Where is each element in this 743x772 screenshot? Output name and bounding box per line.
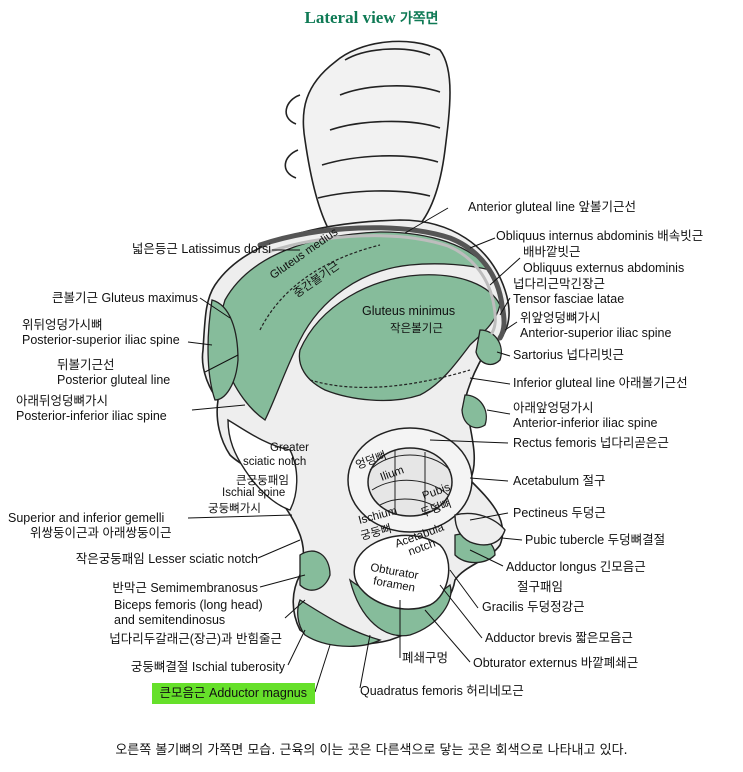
obturator-foramen-drawing	[353, 534, 450, 610]
label-tensor-fasciae-latae: Tensor fasciae latae	[513, 292, 625, 306]
title-en: Lateral view	[304, 8, 396, 27]
label-pubic-tubercle: Pubic tubercle 두덩뼈결절	[525, 533, 666, 547]
adductor-magnus-area	[297, 599, 382, 647]
label-gluteus-maximus: 큰볼기근 Gluteus maximus	[51, 291, 198, 305]
label-aiis: Anterior-inferior iliac spine	[513, 416, 658, 430]
inner-label-ischial-spine: Ischial spine	[222, 487, 286, 499]
label-adductor-longus: Adductor longus 긴모음근	[506, 560, 646, 574]
inner-label-ko-greater: 큰궁둥패임	[236, 475, 289, 487]
label-ischial-tuberosity: 궁둥뼈결절 Ischial tuberosity	[130, 660, 285, 674]
figure-caption: 오른쪽 볼기뼈의 가쪽면 모습. 근육의 이는 곳은 다른색으로 닿는 곳은 회…	[115, 743, 628, 758]
label-semimembranosus: 반막근 Semimembranosus	[112, 581, 258, 595]
label-ko-araedwi: 아래뒤엉덩뼈가시	[16, 394, 109, 408]
label-ko-gemelli: 위쌍둥이근과 아래쌍둥이근	[30, 526, 172, 540]
label-inferior-gluteal-line: Inferior gluteal line 아래볼기근선	[513, 376, 688, 390]
adductor-magnus-highlight: 큰모음근 Adductor magnus	[151, 683, 315, 704]
acetabulum-drawing	[347, 427, 473, 533]
label-ko-araeap: 아래앞엉덩가시	[513, 401, 594, 415]
label-latissimus-dorsi: 넓은등근 Latissimus dorsi	[131, 242, 271, 256]
label-obturator-externus: Obturator externus 바깥폐쇄근	[473, 656, 639, 670]
label-obliquus-internus: Obliquus internus abdominis 배속빗근	[496, 229, 704, 243]
page-title: Lateral view 가쪽면	[0, 8, 743, 28]
label-sartorius: Sartorius 넙다리빗근	[513, 348, 624, 362]
sacrum-drawing	[284, 40, 451, 233]
label-ko-wiap: 위앞엉덩뼈가시	[520, 311, 601, 325]
label-gracilis: Gracilis 두덩정강근	[482, 600, 585, 614]
inner-label-gluteus-minimus: Gluteus minimus	[362, 304, 456, 318]
gluteus-minimus-area	[298, 274, 501, 402]
label-piis: Posterior-inferior iliac spine	[16, 409, 167, 423]
inner-label-greater: Greater	[270, 442, 309, 454]
label-ko-pyeswae: 폐쇄구멍	[402, 651, 449, 665]
label-pectineus: Pectineus 두덩근	[513, 506, 606, 520]
label-semitendinosus: and semitendinosus	[114, 613, 226, 627]
label-obliquus-externus: Obliquus externus abdominis	[523, 261, 685, 275]
label-ko-biceps: 넙다리두갈래근(장근)과 반힘줄근	[109, 632, 282, 646]
title-ko: 가쪽면	[399, 11, 439, 27]
label-psis: Posterior-superior iliac spine	[22, 333, 180, 347]
crest-bands	[257, 225, 507, 341]
muscle-areas	[207, 231, 502, 647]
gluteus-maximus-area	[207, 299, 239, 401]
label-adductor-brevis: Adductor brevis 짧은모음근	[485, 631, 633, 645]
inner-label-ko-minimus: 작은볼기근	[390, 323, 443, 335]
rectus-femoris-area	[461, 394, 487, 429]
label-biceps-femoris: Biceps femoris (long head)	[114, 598, 263, 612]
label-ko-jeolgu: 절구패임	[517, 580, 564, 594]
label-ko-baebakkat: 배바깥빗근	[523, 245, 581, 259]
inner-label-sciatic-notch: sciatic notch	[243, 456, 307, 468]
pubic-ramus	[454, 512, 506, 546]
gluteus-medius-area	[220, 231, 492, 421]
gluteal-lines	[259, 244, 471, 388]
label-ko-widwi: 위뒤엉덩가시뼈	[22, 318, 103, 332]
inner-label-ko-ischial-spine: 궁둥뼈가시	[208, 503, 261, 515]
label-adductor-magnus: 큰모음근 Adductor magnus	[151, 683, 315, 704]
sciatic-notch-region	[227, 418, 298, 511]
label-posterior-gluteal-line: Posterior gluteal line	[57, 373, 171, 387]
semimembranosus-area	[299, 550, 331, 591]
label-ko-neopdari: 넙다리근막긴장근	[513, 277, 606, 291]
label-ko-dwi: 뒤볼기근선	[57, 358, 115, 372]
label-quadratus-femoris: Quadratus femoris 허리네모근	[360, 684, 524, 698]
label-lesser-sciatic-notch: 작은궁둥패임 Lesser sciatic notch	[75, 552, 258, 566]
label-asis: Anterior-superior iliac spine	[520, 326, 672, 340]
label-acetabulum: Acetabulum 절구	[513, 474, 606, 488]
label-anterior-gluteal-line: Anterior gluteal line 앞볼기근선	[468, 200, 636, 214]
label-rectus-femoris: Rectus femoris 넙다리곧은근	[513, 436, 669, 450]
label-gemelli: Superior and inferior gemelli	[8, 511, 165, 525]
leader-lines	[187, 207, 523, 693]
